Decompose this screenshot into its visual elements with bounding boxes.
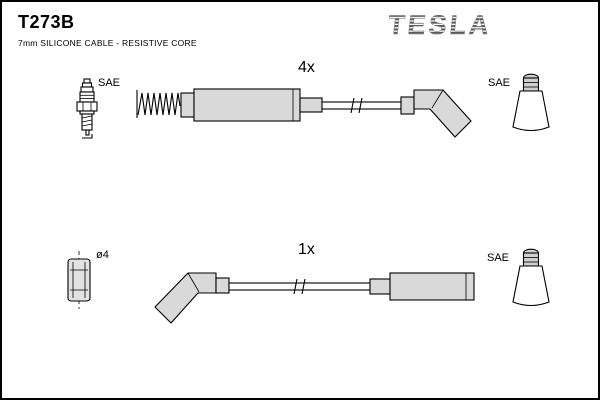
- top-elbow-boot: [400, 89, 472, 138]
- top-right-terminal-icon: [512, 73, 550, 132]
- header: T273B 7mm SILICONE CABLE - RESISTIVE COR…: [18, 12, 197, 48]
- tesla-logo: TESLA: [386, 8, 508, 42]
- bottom-quantity-label: 1x: [298, 241, 315, 258]
- bottom-elbow-boot: [154, 272, 230, 324]
- bottom-right-sae-label: SAE: [487, 252, 509, 264]
- top-left-sae-label: SAE: [98, 77, 120, 89]
- top-cable-boot: [180, 88, 323, 122]
- brand-text: TESLA: [388, 9, 493, 40]
- cable-sleeve-icon: [67, 251, 91, 309]
- terminal-diameter-label: ø4: [96, 249, 109, 261]
- spark-plug-icon: [76, 78, 98, 139]
- tesla-logo-graphic: TESLA: [386, 9, 493, 40]
- cable-spec-subtitle: 7mm SILICONE CABLE - RESISTIVE CORE: [18, 38, 197, 48]
- bottom-straight-boot: [369, 272, 475, 301]
- part-number: T273B: [18, 12, 75, 32]
- top-assembly: SAE: [76, 59, 550, 139]
- top-right-sae-label: SAE: [488, 77, 510, 89]
- top-cable: [321, 97, 402, 114]
- bottom-right-terminal-icon: [512, 248, 550, 307]
- bottom-cable: [228, 278, 371, 295]
- top-quantity-label: 4x: [298, 59, 315, 76]
- bottom-assembly: ø4 1x: [67, 241, 550, 324]
- coil-spring-icon: [136, 90, 181, 118]
